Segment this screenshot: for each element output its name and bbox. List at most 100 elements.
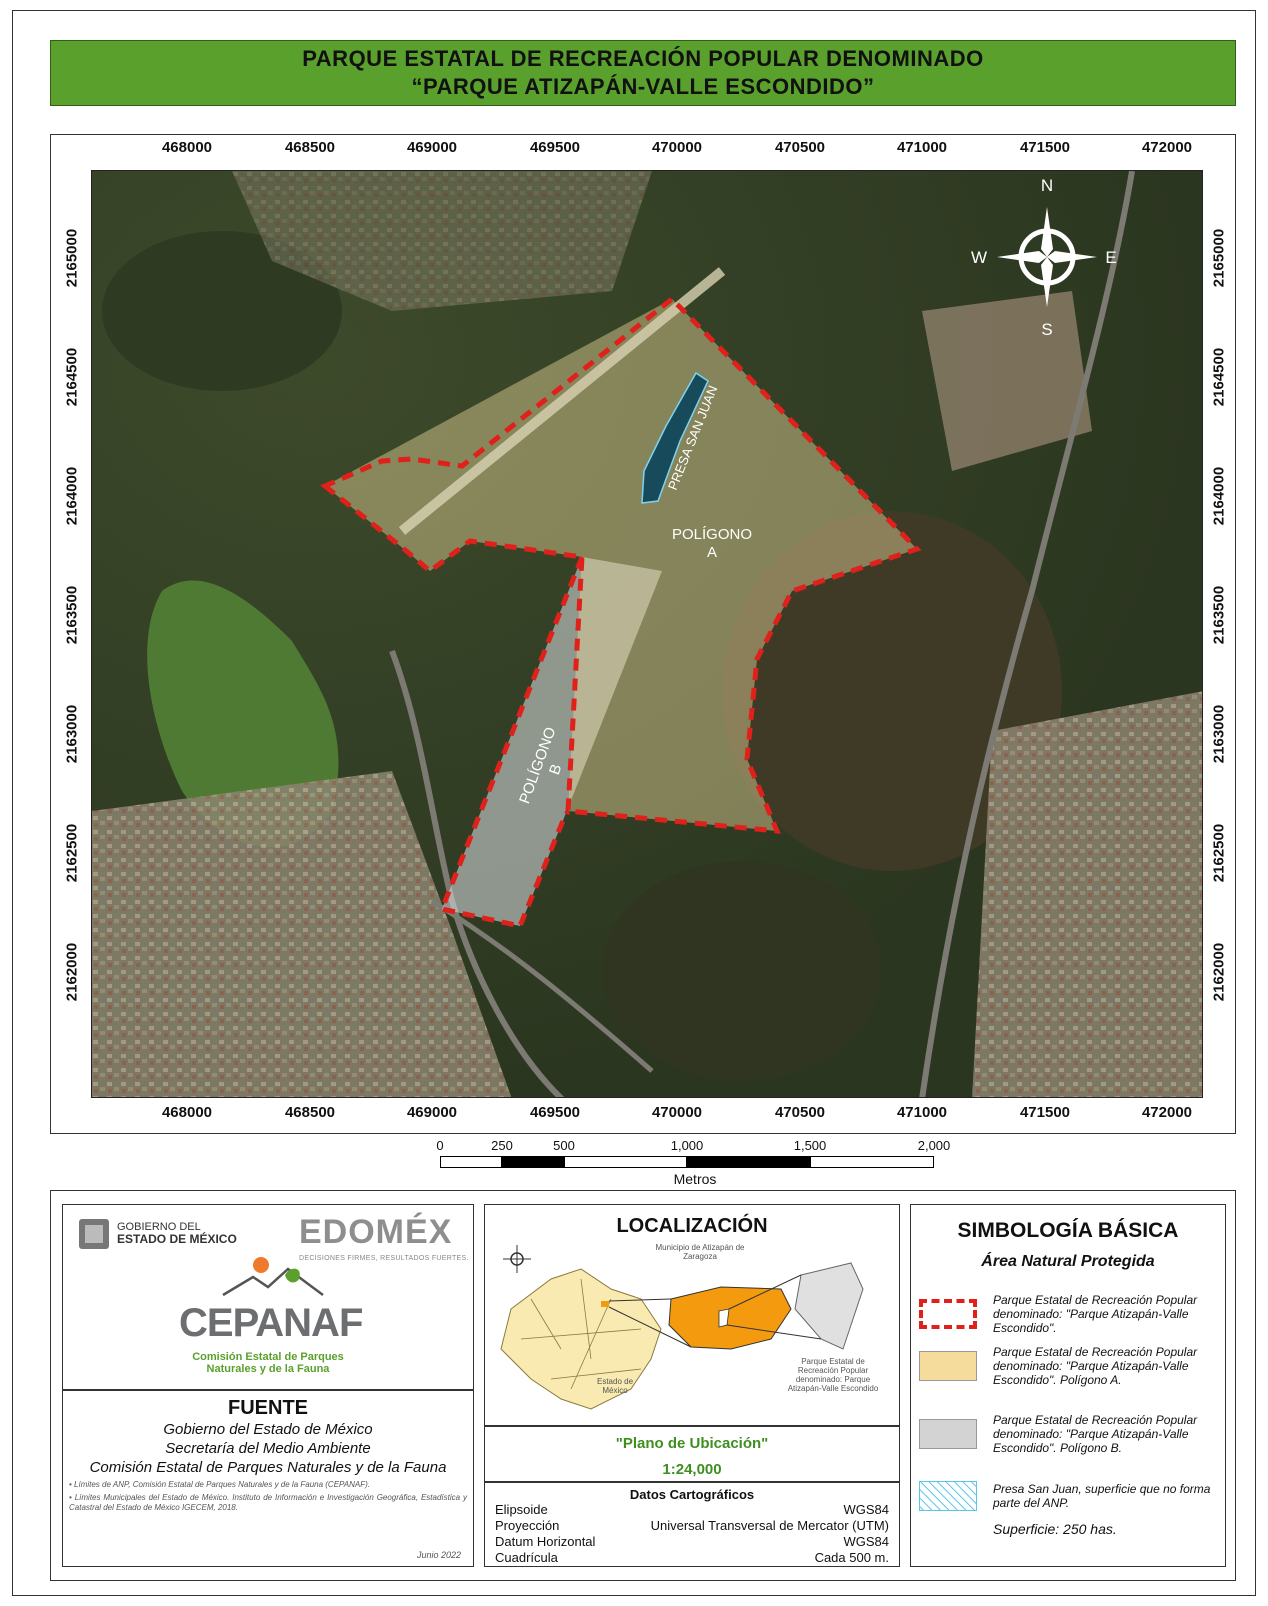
satellite-map: PRESA SAN JUAN POLÍGONO A POLÍGONO B N S… (92, 171, 1202, 1097)
fuente-title: FUENTE (228, 1397, 308, 1419)
municipio-label: Municipio de Atizapán de Zaragoza (655, 1243, 745, 1261)
scale-tick: 250 (491, 1138, 513, 1153)
forest-patch (602, 861, 882, 1081)
scale-tick: 2,000 (917, 1138, 951, 1153)
x-tick-bottom: 471500 (1019, 1104, 1071, 1121)
inset-compass-icon (503, 1245, 531, 1273)
road-south (430, 898, 654, 1073)
road-east (919, 171, 1135, 1097)
forest-patch (102, 231, 342, 391)
x-tick-top: 472000 (1141, 139, 1193, 156)
location-inset-map (500, 1245, 864, 1410)
scale-units: Metros (673, 1171, 717, 1187)
scale-tick: 1,000 (670, 1138, 704, 1153)
localizacion-box: LOCALIZACIÓN Municipio de Atizapán de Za… (484, 1204, 900, 1426)
legend-item-presa: Presa San Juan, superficie que no forma … (919, 1481, 1219, 1511)
plano-scale: 1:24,000 (662, 1461, 722, 1478)
x-tick-bottom: 468000 (161, 1104, 213, 1121)
parque-label: Parque Estatal de Recreación Popular den… (787, 1357, 879, 1393)
fuente-line: Gobierno del Estado de México (163, 1421, 373, 1438)
fuente-box: FUENTE Gobierno del Estado de México Sec… (62, 1390, 474, 1567)
urban-area-north (232, 171, 652, 311)
plano-title: "Plano de Ubicación" (615, 1435, 769, 1452)
fuente-date: Junio 2022 (416, 1550, 461, 1560)
x-tick-top: 469500 (529, 139, 581, 156)
state-seal-icon (79, 1219, 109, 1249)
quarry-area (922, 291, 1092, 471)
y-tick-right: 2162000 (1210, 942, 1228, 1002)
x-tick-bottom: 470000 (651, 1104, 703, 1121)
x-tick-top: 468500 (284, 139, 336, 156)
estado-label: Estado de México (596, 1377, 634, 1395)
plano-box: "Plano de Ubicación" 1:24,000 (484, 1426, 900, 1482)
y-tick-left: 2165000 (63, 228, 81, 288)
svg-text:S: S (1041, 320, 1052, 339)
x-tick-top: 471500 (1019, 139, 1071, 156)
x-tick-bottom: 470500 (774, 1104, 826, 1121)
legend-swatch-polygon-a (919, 1351, 977, 1381)
y-tick-right: 2164500 (1210, 347, 1228, 407)
surface-area: Superficie: 250 has. (993, 1521, 1117, 1537)
y-tick-left: 2163500 (63, 585, 81, 645)
scale-tick: 0 (436, 1138, 444, 1153)
datos-title: Datos Cartográficos (629, 1487, 755, 1502)
legend-swatch-boundary (919, 1299, 977, 1329)
title-line-1: PARQUE ESTATAL DE RECREACIÓN POPULAR DEN… (302, 46, 984, 71)
presa-san-juan (641, 371, 709, 504)
x-tick-top: 469000 (406, 139, 458, 156)
urban-area-east (972, 691, 1202, 1097)
x-tick-top: 471000 (896, 139, 948, 156)
municipio-atizapan-shape (668, 1286, 792, 1350)
scale-segment (810, 1156, 934, 1168)
north-arrow-icon: N S E W (971, 176, 1117, 339)
legend-text: Parque Estatal de Recreación Popular den… (993, 1413, 1198, 1455)
svg-text:W: W (971, 248, 987, 267)
estado-de-mexico-shape (500, 1268, 662, 1410)
page-frame (12, 10, 1256, 1596)
municipio-marker (601, 1301, 609, 1307)
y-tick-left: 2162000 (63, 942, 81, 1002)
polygon-a (325, 299, 917, 831)
scale-segment (687, 1156, 810, 1168)
park-zoom-shape (794, 1262, 864, 1350)
polygon-a-label: POLÍGONO (672, 526, 752, 543)
simbologia-box: SIMBOLOGÍA BÁSICA Área Natural Protegida… (910, 1204, 1226, 1567)
map-area[interactable]: PRESA SAN JUAN POLÍGONO A POLÍGONO B N S… (91, 170, 1203, 1098)
legend-item-polygon-a: Parque Estatal de Recreación Popular den… (919, 1345, 1219, 1387)
x-tick-top: 470500 (774, 139, 826, 156)
edomex-logo: EDOMÉX (299, 1213, 453, 1251)
legend-swatch-polygon-b (919, 1419, 977, 1449)
x-tick-top: 470000 (651, 139, 703, 156)
golf-course (147, 580, 339, 848)
polygon-a-letter: A (707, 544, 717, 561)
fuente-line: Comisión Estatal de Parques Naturales y … (89, 1459, 447, 1476)
edomex-tagline: DECISIONES FIRMES, RESULTADOS FUERTES. (299, 1255, 469, 1262)
x-tick-bottom: 469000 (406, 1104, 458, 1121)
info-panel (50, 1190, 1236, 1581)
legend-text: Parque Estatal de Recreación Popular den… (993, 1293, 1198, 1335)
fuente-line: Secretaría del Medio Ambiente (165, 1440, 371, 1457)
cepanaf-subtitle: Comisión Estatal de Parques Naturales y … (192, 1351, 344, 1375)
scale-tick: 500 (553, 1138, 575, 1153)
x-tick-bottom: 472000 (1141, 1104, 1193, 1121)
y-tick-left: 2164500 (63, 347, 81, 407)
simbologia-subtitle: Área Natural Protegida (981, 1253, 1155, 1270)
scale-bar: 0 250 500 1,000 1,500 2,000 Metros (436, 1138, 951, 1188)
y-tick-left: 2163000 (63, 704, 81, 764)
x-tick-bottom: 471000 (896, 1104, 948, 1121)
scale-tick: 1,500 (793, 1138, 827, 1153)
y-tick-right: 2164000 (1210, 466, 1228, 526)
x-tick-top: 468000 (161, 139, 213, 156)
localizacion-title: LOCALIZACIÓN (616, 1215, 768, 1237)
x-tick-bottom: 469500 (529, 1104, 581, 1121)
logos-box: GOBIERNO DEL ESTADO DE MÉXICO EDOMÉX DEC… (62, 1204, 474, 1390)
title-line-2: “PARQUE ATIZAPÁN-VALLE ESCONDIDO” (411, 74, 875, 99)
fuente-note: • Límites de ANP, Comisión Estatal de Pa… (69, 1480, 371, 1489)
legend-item-boundary: Parque Estatal de Recreación Popular den… (919, 1293, 1219, 1335)
svg-text:N: N (1041, 176, 1053, 195)
